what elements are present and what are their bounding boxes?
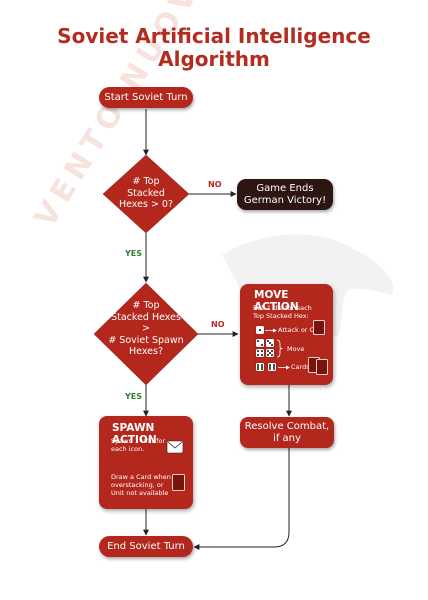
spawn-action-line2: each icon. bbox=[111, 445, 145, 453]
start-soviet-turn-node: Start Soviet Turn bbox=[99, 87, 193, 108]
resolve-line1: Resolve Combat, bbox=[244, 420, 330, 432]
decision2-line3: > bbox=[142, 323, 150, 334]
die-face-1-icon bbox=[256, 326, 264, 334]
attack-or-card-label: Attack or Card bbox=[278, 326, 325, 334]
decision2-line4: # Soviet Spawn bbox=[108, 334, 184, 346]
spawn-card-icon bbox=[172, 474, 185, 491]
decision2-yes-label: YES bbox=[125, 392, 143, 401]
resolve-line2: if any bbox=[273, 432, 301, 444]
page-title: Soviet Artificial Intelligence bbox=[57, 24, 371, 48]
decision1-line2: Stacked bbox=[127, 187, 165, 199]
die-face-5-icon bbox=[266, 349, 274, 357]
game-ends-line1: Game Ends bbox=[256, 182, 314, 194]
page-title-line2: Algorithm bbox=[158, 47, 270, 71]
connector-resolve-to-end bbox=[193, 448, 290, 550]
decision2-line1: # Top bbox=[132, 300, 160, 311]
move-action-card: MOVE ACTION Roll 1 die for each Top Stac… bbox=[240, 284, 333, 385]
die-face-4-icon bbox=[256, 349, 264, 357]
move-action-desc-line1: Roll 1 die for each bbox=[253, 304, 312, 312]
spawn-action-card: SPAWN ACTION Spawn 1 Unit for each icon.… bbox=[99, 416, 193, 509]
decision1-line3: Hexes > 0? bbox=[118, 199, 174, 210]
decision2-no-label: NO bbox=[211, 320, 225, 329]
game-ends-node: Game Ends German Victory! bbox=[237, 179, 333, 210]
spawn-action-title: SPAWN ACTION bbox=[112, 422, 157, 446]
spawn-action-line1: Spawn 1 Unit for bbox=[111, 437, 166, 445]
decision1-yes-label: YES bbox=[125, 249, 143, 258]
move-action-desc-line2: Top Stacked Hex: bbox=[253, 312, 309, 320]
end-soviet-turn-node: End Soviet Turn bbox=[99, 536, 193, 557]
die-face-6-icon bbox=[256, 363, 264, 371]
decision1-no-label: NO bbox=[208, 180, 222, 189]
spawn-icon bbox=[166, 440, 184, 454]
spawn-draw-line3: Unit not available bbox=[111, 489, 169, 497]
arrow-right-icon bbox=[265, 328, 277, 333]
card-icon bbox=[313, 320, 325, 335]
decision2-line5: Hexes? bbox=[129, 346, 163, 357]
brace-icon bbox=[276, 339, 283, 358]
die-face-3-icon bbox=[266, 339, 274, 347]
resolve-combat-node: Resolve Combat, if any bbox=[240, 417, 334, 448]
cards-label: Cards bbox=[291, 363, 310, 371]
die-face-6b-icon bbox=[268, 363, 276, 371]
decision2-line2: Stacked Hexes bbox=[111, 311, 181, 323]
card-back-icon-2 bbox=[316, 359, 328, 375]
move-action-title: MOVE ACTION bbox=[254, 289, 299, 313]
spawn-draw-line1: Draw a Card when bbox=[111, 473, 171, 481]
game-ends-line2: German Victory! bbox=[243, 194, 327, 206]
spawn-draw-line2: overstacking, or bbox=[111, 481, 164, 489]
die-face-2-icon bbox=[256, 339, 264, 347]
decision1-line1: # Top bbox=[132, 176, 160, 187]
move-label: Move bbox=[287, 345, 305, 353]
arrow-right-icon-2 bbox=[278, 365, 290, 370]
